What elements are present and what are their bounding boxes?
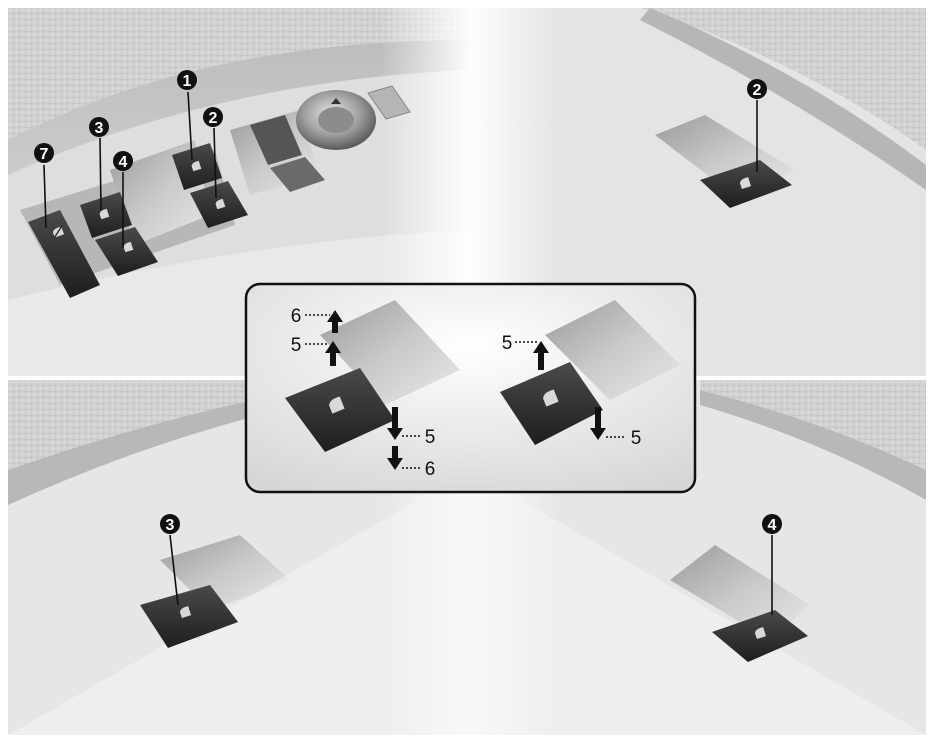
svg-text:4: 4 bbox=[119, 154, 128, 171]
svg-text:5: 5 bbox=[291, 335, 302, 356]
svg-text:2: 2 bbox=[209, 110, 218, 127]
svg-text:5: 5 bbox=[502, 333, 513, 354]
svg-text:2: 2 bbox=[753, 82, 762, 99]
svg-text:6: 6 bbox=[291, 306, 302, 327]
svg-text:5: 5 bbox=[425, 427, 436, 448]
svg-text:6: 6 bbox=[425, 459, 436, 480]
svg-text:7: 7 bbox=[40, 146, 49, 163]
svg-text:1: 1 bbox=[183, 73, 192, 90]
mirror-adjust-knob bbox=[296, 90, 376, 150]
svg-text:4: 4 bbox=[768, 517, 777, 534]
svg-text:3: 3 bbox=[166, 517, 175, 534]
svg-text:5: 5 bbox=[631, 428, 642, 449]
svg-text:3: 3 bbox=[95, 120, 104, 137]
switch-operation-detail-inset: 6 5 5 6 5 5 bbox=[246, 284, 695, 492]
